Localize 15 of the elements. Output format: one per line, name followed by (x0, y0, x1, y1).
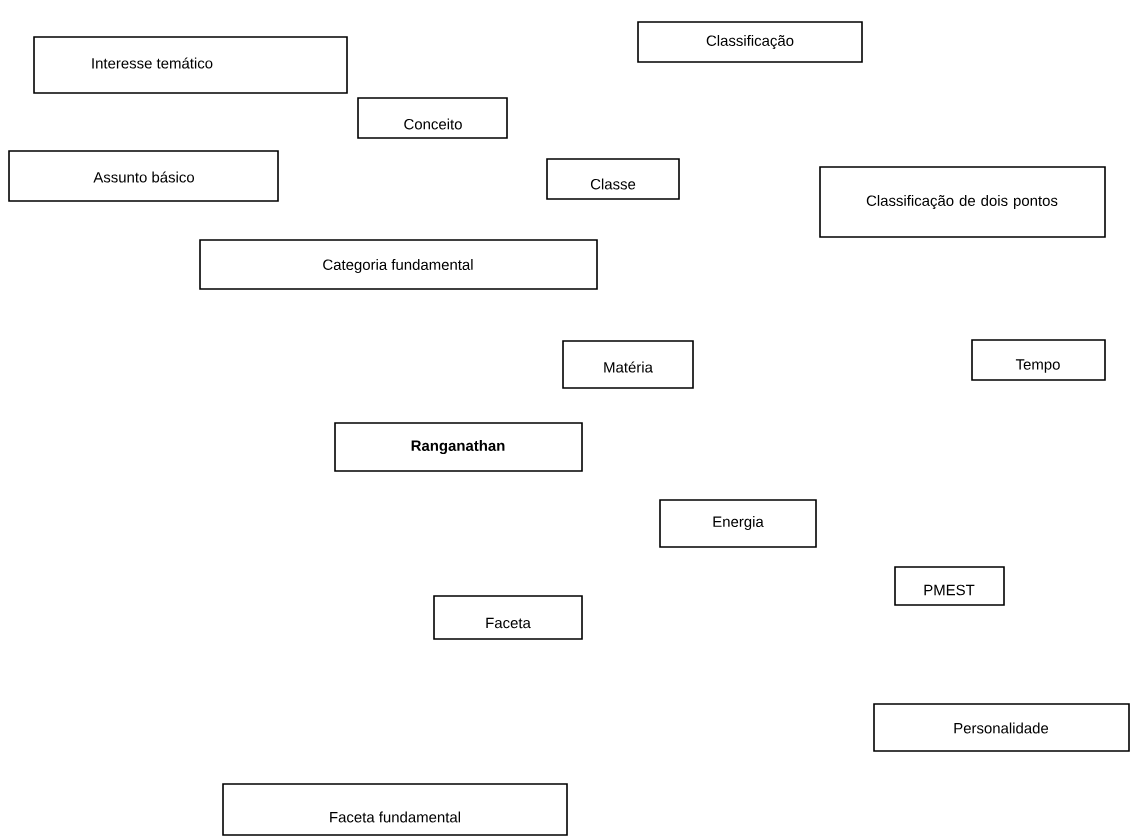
text-box: Interesse temático (33, 36, 348, 94)
text-box: Faceta (433, 595, 583, 640)
text-box: Tempo (971, 339, 1106, 381)
text-box: PMEST (894, 566, 1005, 606)
text-box: Classe (546, 158, 680, 200)
text-box: Ranganathan (334, 422, 583, 472)
text-box: Categoria fundamental (199, 239, 598, 290)
text-box: Conceito (357, 97, 508, 139)
text-box: Faceta fundamental (222, 783, 568, 836)
text-box: Energia (659, 499, 817, 548)
text-box: Matéria (562, 340, 694, 389)
text-box: Classificação (637, 21, 863, 63)
text-box: Personalidade (873, 703, 1130, 752)
text-box: Classificação de dois pontos (819, 166, 1106, 238)
text-box: Assunto básico (8, 150, 279, 202)
